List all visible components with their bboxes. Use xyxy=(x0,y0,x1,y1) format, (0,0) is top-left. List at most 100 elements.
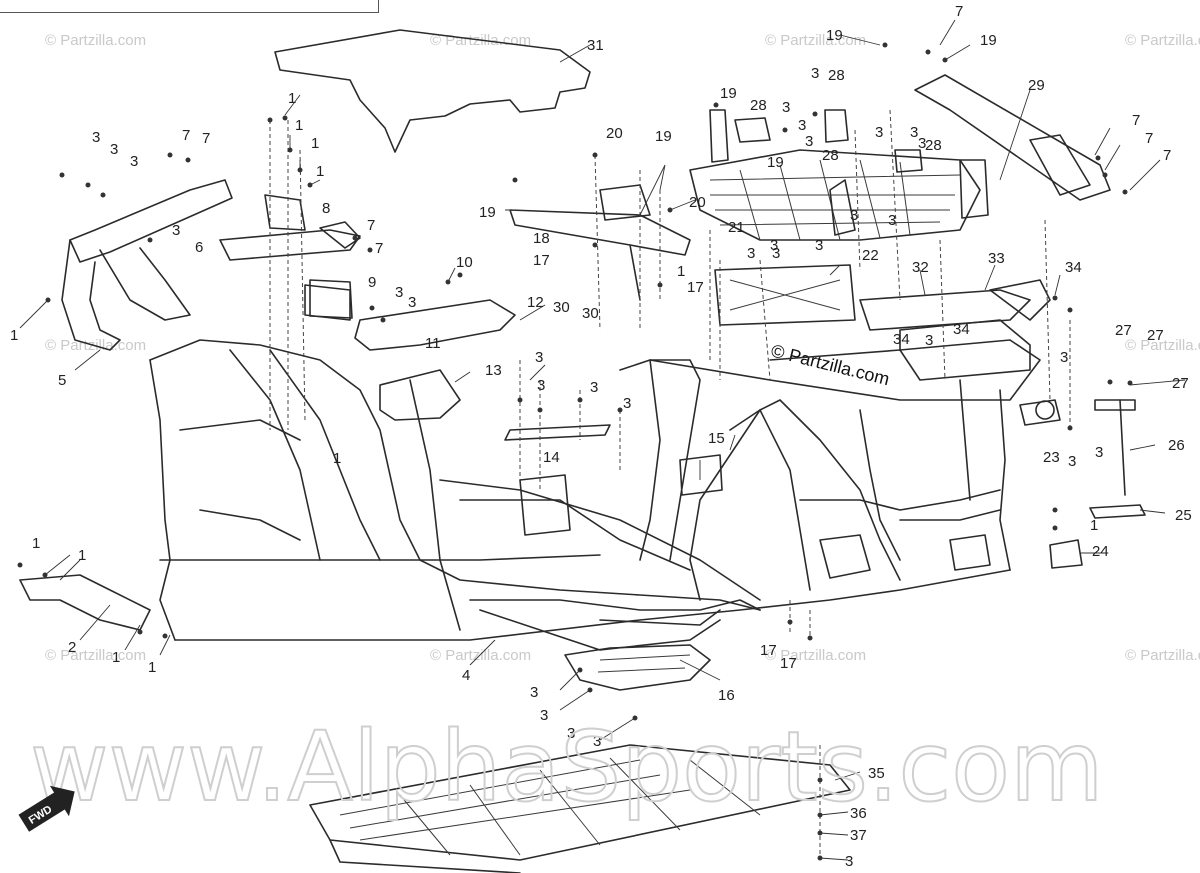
part-31-floor-cover xyxy=(274,29,591,153)
callout-label: 3 xyxy=(130,153,138,170)
callout-label: 3 xyxy=(1060,349,1068,366)
callout-label: 21 xyxy=(728,219,745,236)
callout-label: 3 xyxy=(782,99,790,116)
callout-label: 19 xyxy=(767,154,784,171)
callout-label: 27 xyxy=(1172,375,1189,392)
callout-label: 19 xyxy=(655,128,672,145)
callout-label: 1 xyxy=(295,117,303,134)
callout-label: 16 xyxy=(718,687,735,704)
callout-label: 33 xyxy=(988,250,1005,267)
callout-label: 1 xyxy=(333,450,341,467)
callout-label: 3 xyxy=(567,725,575,742)
callout-label: 3 xyxy=(92,129,100,146)
callout-label: 11 xyxy=(425,335,441,352)
callout-label: 28 xyxy=(828,67,845,84)
callout-label: 1 xyxy=(112,649,120,666)
fastener-markers xyxy=(17,42,1133,861)
callout-label: 3 xyxy=(918,135,926,152)
callout-label: 3 xyxy=(770,237,778,254)
callout-labels: 1 1 1 1 1 1 1 1 1 1 1 1 2 3 3 3 3 3 3 3 … xyxy=(10,3,1192,870)
callout-label: 14 xyxy=(543,449,560,466)
callout-label: 32 xyxy=(912,259,929,276)
callout-label: 3 xyxy=(1068,453,1076,470)
callout-label: 3 xyxy=(537,377,545,394)
callout-label: 3 xyxy=(530,684,538,701)
callout-label: 7 xyxy=(1163,147,1171,164)
part-16-skid-plate xyxy=(564,644,711,691)
callout-label: 25 xyxy=(1175,507,1192,524)
callout-label: 17 xyxy=(780,655,797,672)
callout-label: 27 xyxy=(1115,322,1132,339)
callout-label: 8 xyxy=(322,200,330,217)
leader-lines xyxy=(19,19,1186,861)
callout-label: 9 xyxy=(368,274,376,291)
callout-label: 5 xyxy=(58,372,66,389)
callout-label: 6 xyxy=(195,239,203,256)
callout-label: 3 xyxy=(811,65,819,82)
callout-label: 19 xyxy=(479,204,496,221)
callout-label: 3 xyxy=(910,124,918,141)
callout-label: 28 xyxy=(925,137,942,154)
callout-label: 7 xyxy=(375,240,383,257)
callout-label: 19 xyxy=(720,85,737,102)
callout-label: 17 xyxy=(687,279,704,296)
callout-label: 20 xyxy=(689,194,706,211)
watermark-text: © Partzilla.com xyxy=(1125,32,1200,49)
callout-label: 24 xyxy=(1092,543,1109,560)
callout-label: 18 xyxy=(533,230,550,247)
callout-label: 3 xyxy=(875,124,883,141)
callout-label: 3 xyxy=(850,207,858,224)
callout-label: 26 xyxy=(1168,437,1185,454)
watermark-text: © Partzilla.com xyxy=(1125,337,1200,354)
small-parts xyxy=(304,284,1146,579)
front-upper-frame xyxy=(61,179,516,421)
callout-label: 20 xyxy=(606,125,623,142)
callout-label: 30 xyxy=(582,305,599,322)
watermark-text: © Partzilla.com xyxy=(45,647,146,664)
callout-label: 3 xyxy=(110,141,118,158)
callout-label: 3 xyxy=(623,395,631,412)
main-frame xyxy=(149,339,1041,651)
part-2-front-bracket xyxy=(19,574,151,631)
callout-label: 3 xyxy=(888,212,896,229)
watermark-text: © Partzilla.com xyxy=(430,647,531,664)
callout-label: 28 xyxy=(750,97,767,114)
callout-label: 7 xyxy=(202,130,210,147)
callout-label: 3 xyxy=(798,117,806,134)
callout-label: 34 xyxy=(953,321,970,338)
callout-label: 3 xyxy=(540,707,548,724)
callout-label: 27 xyxy=(1147,327,1164,344)
callout-label: 7 xyxy=(955,3,963,20)
callout-label: 3 xyxy=(772,245,780,262)
callout-label: 30 xyxy=(553,299,570,316)
callout-label: 3 xyxy=(395,284,403,301)
callout-label: 1 xyxy=(677,263,685,280)
callout-label: 3 xyxy=(593,733,601,750)
callout-label: 3 xyxy=(590,379,598,396)
callout-label: 34 xyxy=(893,331,910,348)
callout-label: 36 xyxy=(850,805,867,822)
watermark-text: © Partzilla.com xyxy=(45,32,146,49)
callout-label: 7 xyxy=(367,217,375,234)
callout-label: 1 xyxy=(10,327,18,344)
callout-label: 15 xyxy=(708,430,725,447)
callout-label: 3 xyxy=(747,245,755,262)
rear-cargo-rack xyxy=(689,109,989,241)
callout-label: 3 xyxy=(408,294,416,311)
watermark-text: © Partzilla.com xyxy=(765,32,866,49)
callout-label: 3 xyxy=(535,349,543,366)
callout-label: 12 xyxy=(527,294,544,311)
callout-label: 2 xyxy=(68,639,76,656)
callout-label: 3 xyxy=(805,133,813,150)
callout-label: 7 xyxy=(1132,112,1140,129)
callout-label: 37 xyxy=(850,827,867,844)
watermark-big: www.AlphaSports.com xyxy=(30,711,1103,823)
callout-label: 3 xyxy=(925,332,933,349)
watermark-text: © Partzilla.com xyxy=(1125,647,1200,664)
callout-label: 3 xyxy=(172,222,180,239)
callout-label: 19 xyxy=(980,32,997,49)
callout-label: 7 xyxy=(182,127,190,144)
callout-label: 22 xyxy=(862,247,879,264)
callout-label: 1 xyxy=(1090,517,1098,534)
